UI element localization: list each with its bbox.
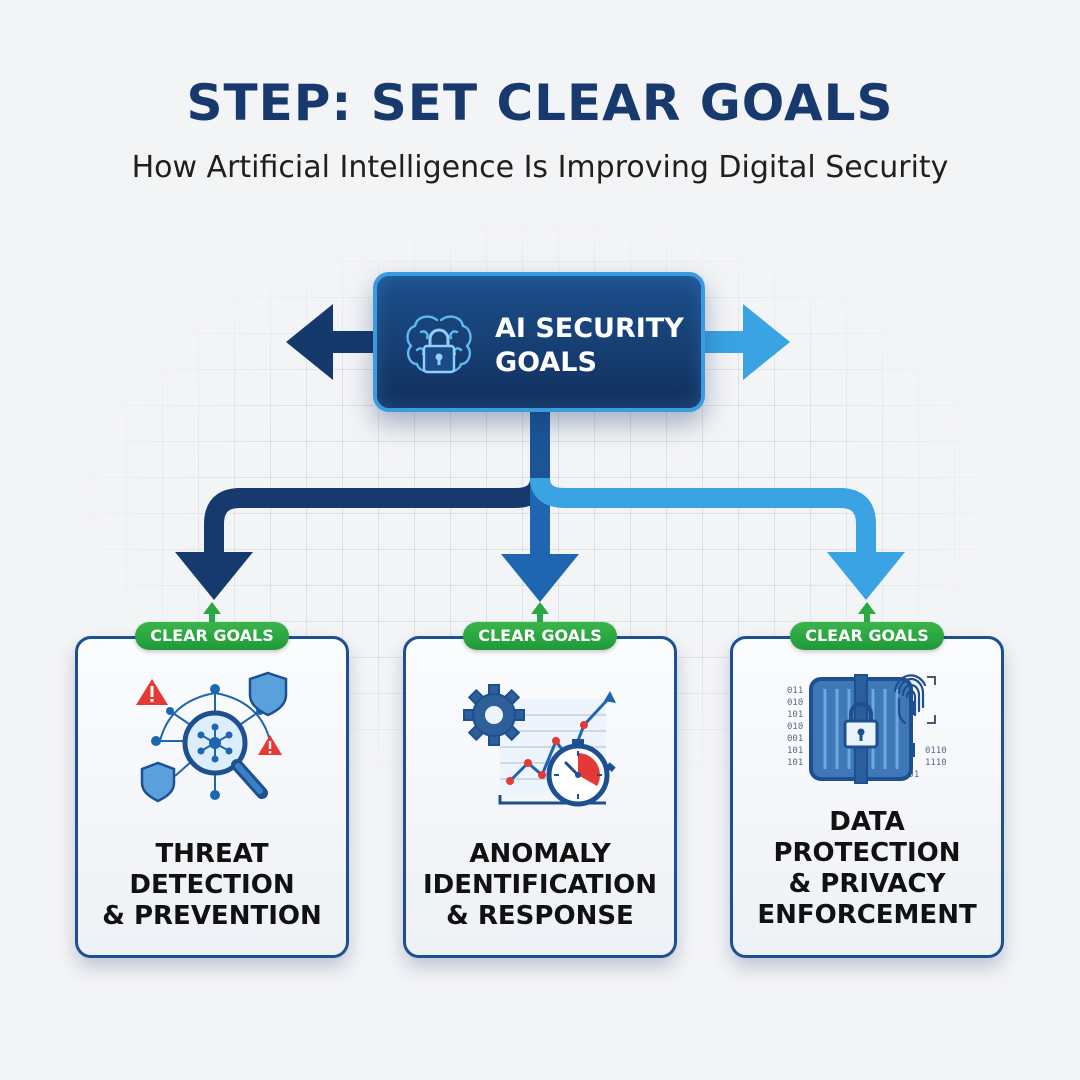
goal-label-anomaly-identification: ANOMALY IDENTIFICATION & RESPONSE [406, 839, 674, 932]
goal-label-line: IDENTIFICATION [422, 870, 658, 900]
goal-label-line: THREAT [155, 839, 269, 869]
right-side-arrow [705, 304, 790, 380]
badge-pointer-3 [858, 602, 876, 614]
anomaly-chart-icon [463, 684, 616, 807]
right-branch-arrowhead [827, 552, 905, 600]
clear-goals-badge: CLEAR GOALS [790, 622, 944, 650]
binary-digits: 011 [787, 686, 803, 696]
goal-label-line: PROTECTION [773, 838, 961, 868]
goal-label-data-protection: DATA PROTECTION & PRIVACY ENFORCEMENT [733, 807, 1001, 931]
binary-digits: 1110 [925, 758, 947, 768]
goal-label-line: DETECTION [129, 870, 295, 900]
hub-title-line-1: AI SECURITY [495, 313, 684, 344]
goal-card-anomaly-identification: ANOMALY IDENTIFICATION & RESPONSE [403, 636, 677, 958]
goal-label-line: ENFORCEMENT [757, 900, 977, 930]
goal-card-threat-detection: THREAT DETECTION & PREVENTION [75, 636, 349, 958]
data-vault-icon: 011 010 101 010 001 101 101 0110 1110 10… [787, 674, 947, 784]
threat-detection-icon [136, 671, 288, 803]
page-subtitle: How Artificial Intelligence Is Improving… [131, 150, 949, 185]
goal-label-line: & PRIVACY [788, 869, 946, 899]
hub-title-line-2: GOALS [495, 347, 597, 378]
goal-card-data-protection: 011 010 101 010 001 101 101 0110 1110 10… [730, 636, 1004, 958]
clear-goals-badge: CLEAR GOALS [135, 622, 289, 650]
page-title: STEP: SET CLEAR GOALS [186, 74, 894, 132]
badge-pointer-1 [203, 602, 221, 614]
brain-lock-icon [406, 315, 472, 374]
badge-pointer-2 [531, 602, 549, 614]
left-side-arrow [286, 304, 374, 380]
left-branch-arrowhead [175, 552, 253, 600]
goal-label-threat-detection: THREAT DETECTION & PREVENTION [78, 839, 346, 932]
left-branch [204, 477, 550, 558]
goal-label-line: & PREVENTION [102, 901, 322, 931]
binary-digits: 0110 [925, 746, 947, 756]
binary-digits: 001 [787, 734, 803, 744]
hub-box: AI SECURITY GOALS [373, 272, 705, 412]
binary-digits: 101 [787, 758, 803, 768]
right-branch [530, 477, 876, 558]
binary-digits: 010 [787, 722, 803, 732]
goal-label-line: DATA [829, 807, 905, 837]
binary-digits: 101 [787, 746, 803, 756]
binary-digits: 101 [787, 710, 803, 720]
binary-digits: 010 [787, 698, 803, 708]
goal-label-line: ANOMALY [469, 839, 611, 869]
middle-branch-arrowhead [501, 554, 579, 602]
clear-goals-badge: CLEAR GOALS [463, 622, 617, 650]
hub-title: AI SECURITY GOALS [495, 312, 695, 380]
trunk-connector [530, 410, 550, 480]
goal-label-line: & RESPONSE [446, 901, 634, 931]
